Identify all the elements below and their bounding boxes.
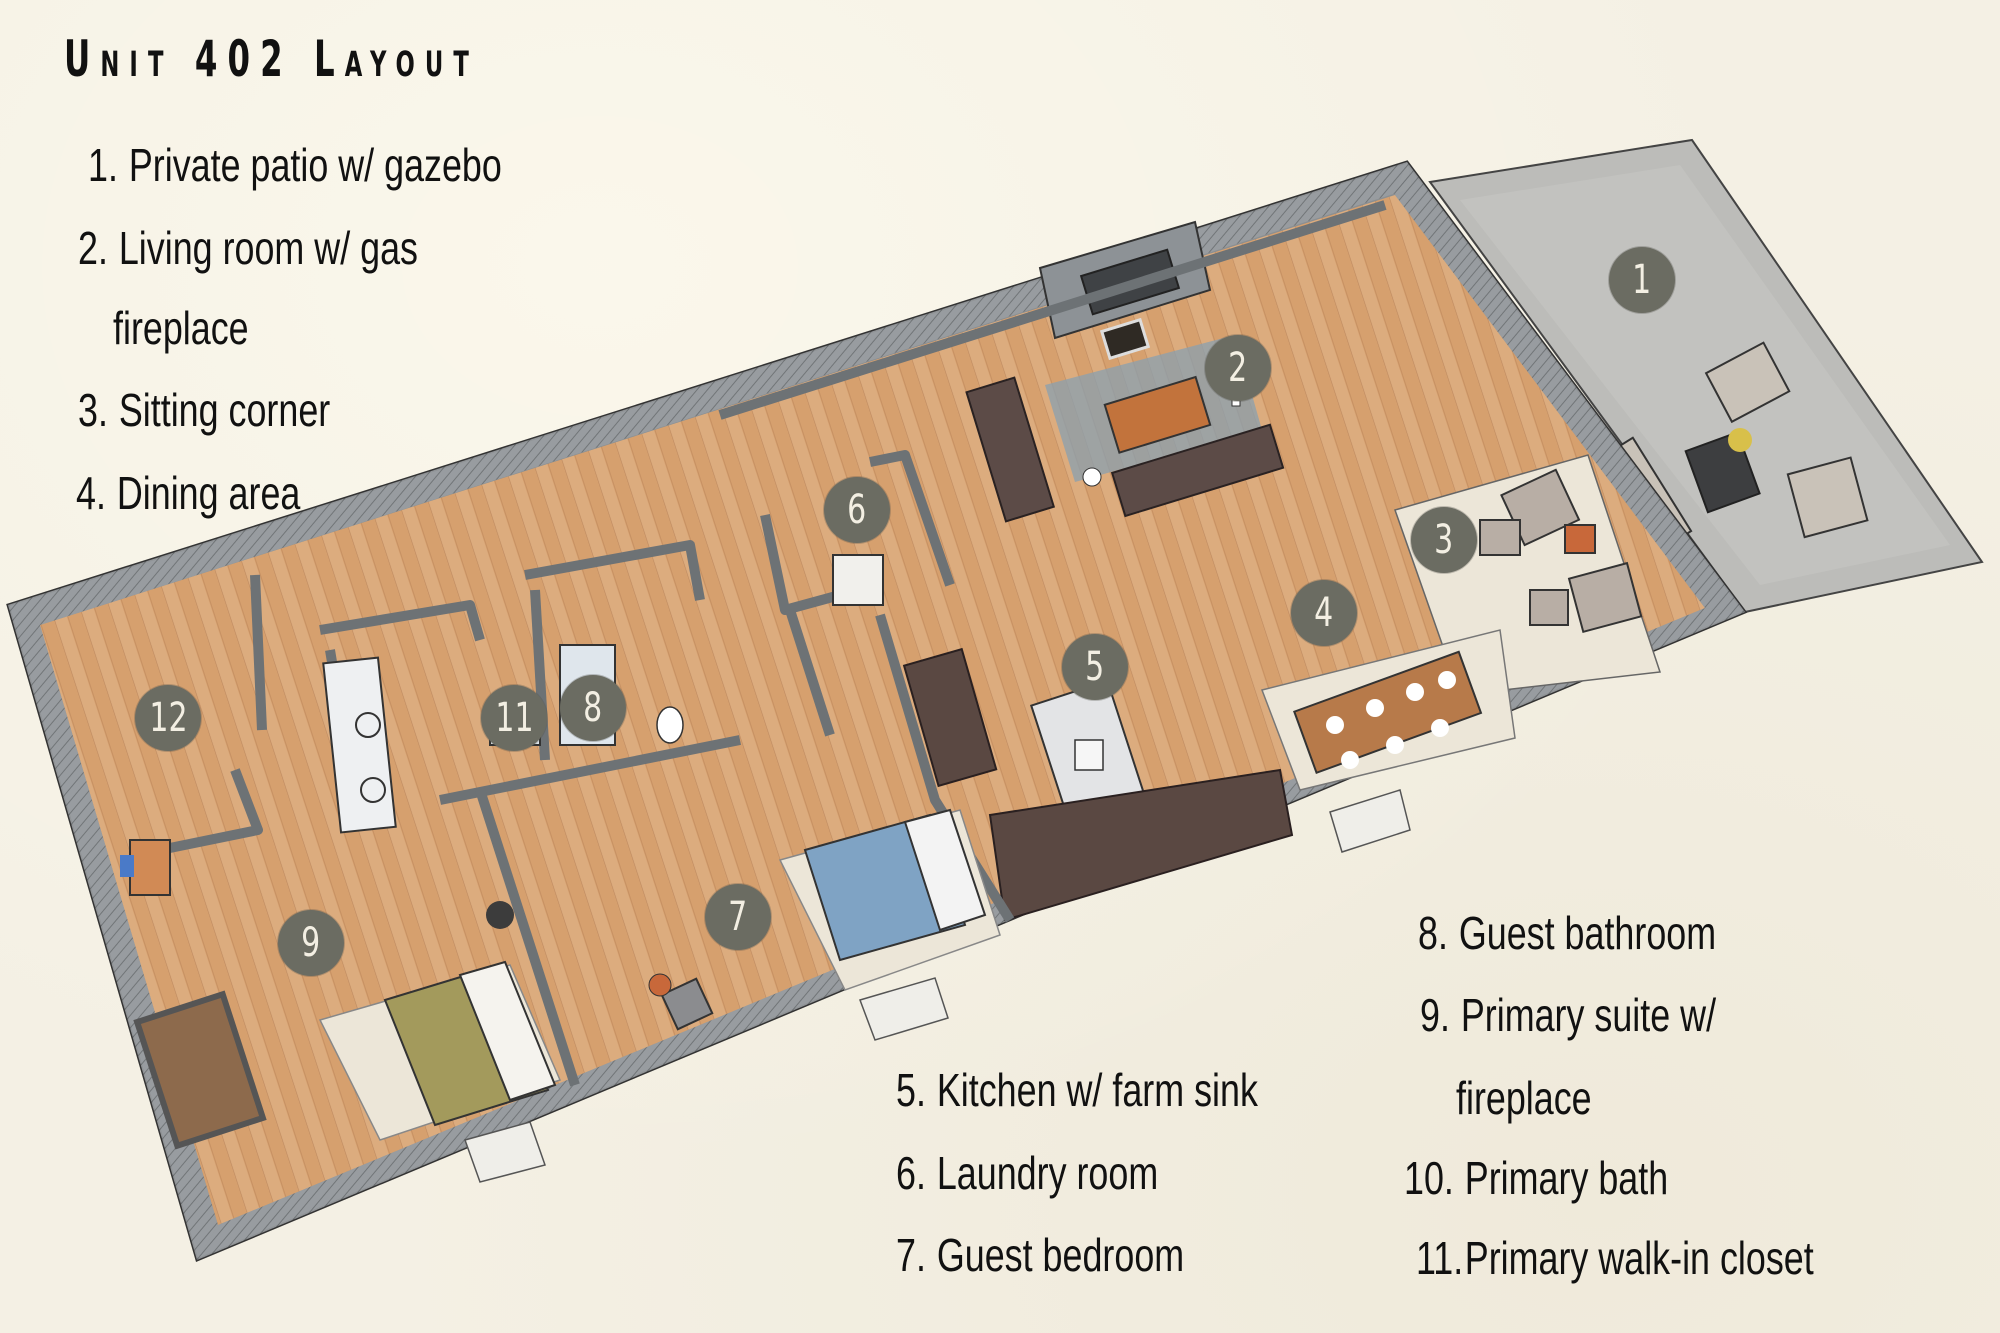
- legend-number: 1.: [88, 139, 118, 191]
- legend-item-4: 4.Dining area: [76, 470, 300, 516]
- room-marker-3: 3: [1411, 507, 1477, 573]
- dining-table: [1260, 629, 1516, 791]
- legend-number: 10.: [1404, 1152, 1454, 1204]
- entry-steps: [464, 789, 1411, 1183]
- legend-item-3: 3.Sitting corner: [78, 387, 330, 433]
- room-marker-11: 11: [481, 685, 547, 751]
- legend-number: 4.: [76, 467, 106, 519]
- legend-label: Dining area: [116, 467, 301, 519]
- page-title: Unit 402 Layout: [64, 30, 479, 88]
- legend-item-8: 8.Guest bathroom: [1418, 910, 1716, 956]
- room-marker-2: 2: [1205, 335, 1271, 401]
- legend-label: Kitchen w/ farm sink: [936, 1064, 1258, 1116]
- marker-number: 8: [583, 685, 603, 731]
- room-marker-12: 12: [135, 685, 201, 751]
- legend-label: Primary suite w/: [1460, 989, 1717, 1041]
- legend-number: 2.: [78, 222, 108, 274]
- legend-item-11: 11.Primary walk-in closet: [1416, 1235, 1814, 1281]
- marker-number: 3: [1434, 517, 1454, 563]
- laundry-fixtures: [832, 554, 884, 606]
- legend-item-7: 7.Guest bedroom: [896, 1232, 1184, 1278]
- legend-label: Guest bathroom: [1458, 907, 1717, 959]
- legend-label: Primary bath: [1464, 1152, 1669, 1204]
- room-marker-1: 1: [1609, 247, 1675, 313]
- room-marker-7: 7: [705, 884, 771, 950]
- room-marker-4: 4: [1291, 580, 1357, 646]
- legend-label: Private patio w/ gazebo: [128, 139, 502, 191]
- legend-item-2: 2.Living room w/ gas: [78, 225, 418, 271]
- legend-item-5: 5.Kitchen w/ farm sink: [896, 1067, 1258, 1113]
- legend-number: 9.: [1420, 989, 1450, 1041]
- kitchen-counters: [902, 647, 1294, 922]
- legend-number: 7.: [896, 1229, 926, 1281]
- legend-number: 11.: [1416, 1232, 1464, 1284]
- marker-number: 12: [148, 695, 188, 741]
- legend-item-9-continuation: fireplace: [1456, 1072, 1592, 1124]
- legend-number: 6.: [896, 1147, 926, 1199]
- marker-number: 4: [1314, 590, 1334, 636]
- marker-number: 5: [1085, 644, 1105, 690]
- legend-item-10: 10.Primary bath: [1404, 1155, 1668, 1201]
- marker-number: 2: [1228, 345, 1248, 391]
- legend-label: Guest bedroom: [936, 1229, 1185, 1281]
- legend-number: 8.: [1418, 907, 1448, 959]
- room-marker-5: 5: [1062, 634, 1128, 700]
- legend-label: Sitting corner: [118, 384, 331, 436]
- beds: [120, 808, 1001, 1150]
- legend-label: Living room w/ gas: [118, 222, 418, 274]
- marker-number: 11: [494, 695, 534, 741]
- marker-number: 6: [847, 487, 867, 533]
- marker-number: 1: [1632, 257, 1652, 303]
- legend-label: Laundry room: [936, 1147, 1159, 1199]
- legend-item-2-continuation: fireplace: [113, 302, 249, 354]
- legend-number: 3.: [78, 384, 108, 436]
- legend-item-1: 1.Private patio w/ gazebo: [88, 142, 502, 188]
- marker-number: 9: [301, 920, 321, 966]
- patio-area: [1428, 138, 1984, 614]
- legend-item-9: 9.Primary suite w/: [1420, 992, 1716, 1038]
- room-marker-8: 8: [560, 675, 626, 741]
- legend-number: 5.: [896, 1064, 926, 1116]
- marker-number: 7: [728, 894, 748, 940]
- legend-label: Primary walk-in closet: [1464, 1232, 1814, 1284]
- room-marker-6: 6: [824, 477, 890, 543]
- room-marker-9: 9: [278, 910, 344, 976]
- legend-item-6: 6.Laundry room: [896, 1150, 1158, 1196]
